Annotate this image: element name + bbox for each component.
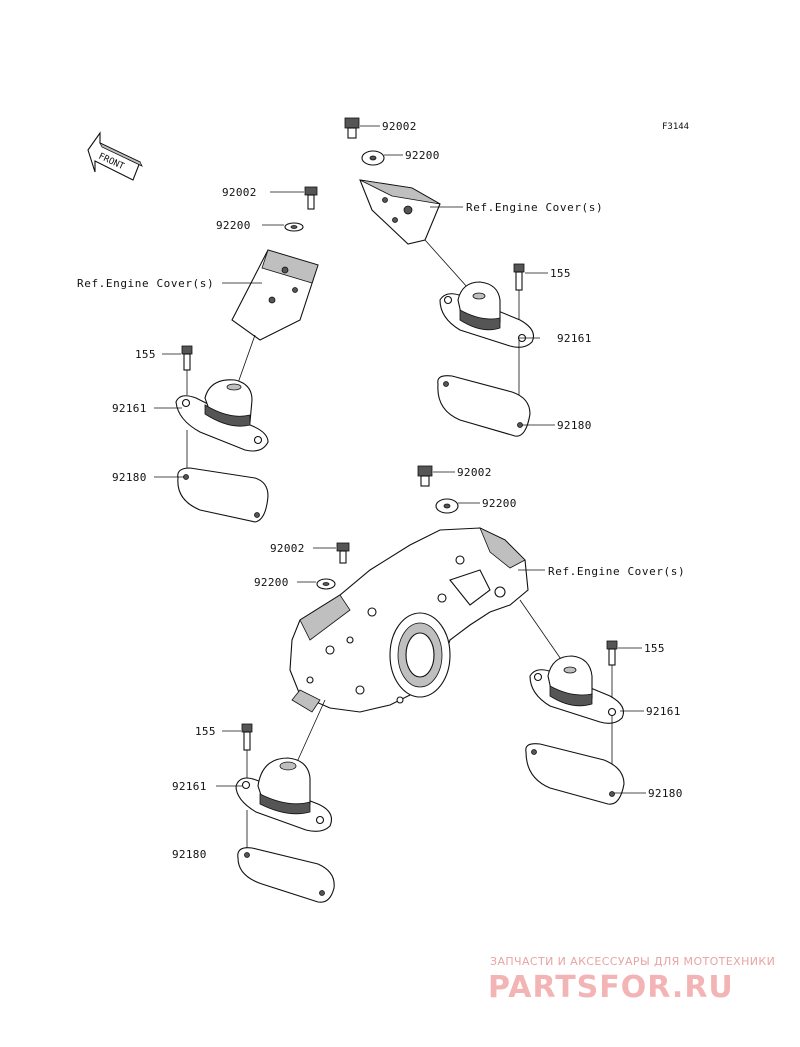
callout-92002: 92002 <box>382 120 417 133</box>
bolt-92002-icon <box>344 117 360 139</box>
mount-assembly-upper-right: 92002 92200 Ref.Engine Cover(s) 155 <box>344 117 603 437</box>
stud-155-icon <box>241 723 253 751</box>
engine-case-icon <box>289 527 529 713</box>
mount-assembly-lower: 92002 92200 92002 92200 <box>172 465 685 903</box>
gasket-92180-icon <box>177 467 269 523</box>
callout-92180: 92180 <box>557 419 592 432</box>
stud-155-icon <box>181 345 193 371</box>
watermark-logo: ЗАПЧАСТИ И АКСЕССУАРЫ ДЛЯ МОТОТЕХНИКИ PA… <box>488 955 775 1005</box>
bolt-92002-icon <box>304 186 318 210</box>
engine-mount-92161-icon <box>175 379 269 452</box>
callout-92180: 92180 <box>172 848 207 861</box>
callout-92161: 92161 <box>172 780 207 793</box>
callout-155: 155 <box>135 348 156 361</box>
front-arrow-icon: FRONT <box>87 131 143 181</box>
callout-92161: 92161 <box>646 705 681 718</box>
engine-mount-92161-icon <box>529 655 625 724</box>
engine-mount-92161-icon <box>235 757 333 832</box>
engine-cover-bracket-icon <box>231 249 319 341</box>
gasket-92180-icon <box>525 743 625 805</box>
callout-155: 155 <box>195 725 216 738</box>
gasket-92180-icon <box>437 375 531 437</box>
callout-92180: 92180 <box>648 787 683 800</box>
callout-92002: 92002 <box>270 542 305 555</box>
engine-mount-92161-icon <box>439 281 535 348</box>
washer-92200-icon <box>361 150 385 166</box>
callout-92200: 92200 <box>254 576 289 589</box>
callout-ref-engine-cover: Ref.Engine Cover(s) <box>77 277 214 290</box>
callout-92200: 92200 <box>482 497 517 510</box>
washer-92200-icon <box>284 222 304 232</box>
callout-ref-engine-cover: Ref.Engine Cover(s) <box>548 565 685 578</box>
callout-92002: 92002 <box>457 466 492 479</box>
washer-92200-icon <box>435 498 459 514</box>
callout-155: 155 <box>550 267 571 280</box>
callout-92161: 92161 <box>557 332 592 345</box>
callout-155: 155 <box>644 642 665 655</box>
callout-92200: 92200 <box>405 149 440 162</box>
callout-ref-engine-cover: Ref.Engine Cover(s) <box>466 201 603 214</box>
callout-92002: 92002 <box>222 186 257 199</box>
bolt-92002-icon <box>336 542 350 564</box>
watermark-brand: PARTSFOR.RU <box>488 970 734 1005</box>
engine-cover-bracket-icon <box>359 179 441 245</box>
watermark-tagline: ЗАПЧАСТИ И АКСЕССУАРЫ ДЛЯ МОТОТЕХНИКИ <box>490 955 775 968</box>
gasket-92180-icon <box>237 847 335 903</box>
figure-code: F3144 <box>662 122 689 132</box>
washer-92200-icon <box>316 578 336 590</box>
bolt-92002-icon <box>417 465 433 487</box>
stud-155-icon <box>606 640 618 666</box>
stud-155-icon <box>513 263 525 291</box>
callout-92200: 92200 <box>216 219 251 232</box>
mount-assembly-upper-left: 92002 92200 Ref.Engine Cover(s) 155 <box>77 186 319 523</box>
callout-92161: 92161 <box>112 402 147 415</box>
callout-92180: 92180 <box>112 471 147 484</box>
